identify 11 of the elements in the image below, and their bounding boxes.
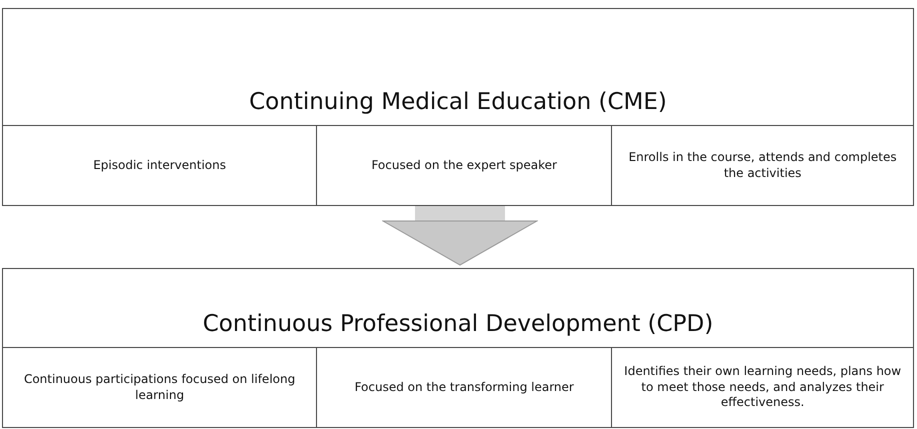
arrow: [382, 206, 538, 266]
table-cell: Enrolls in the course, attends and completes the activities: [611, 125, 913, 205]
table-cell: Episodic interventions: [3, 125, 316, 205]
section-panel: [2, 8, 914, 206]
table-cell: Identifies their own learning needs, plans how to meet those needs, and analyzes their effectiveness.: [611, 347, 913, 427]
section-title: Continuous Professional Development (CPD): [202, 311, 714, 337]
table-cell: Focused on the transforming learner: [316, 347, 612, 427]
table-cell: Continuous participations focused on lifelong learning: [3, 347, 316, 427]
table-cell: Focused on the expert speaker: [316, 125, 612, 205]
section-panel: [2, 268, 914, 428]
section-title: Continuing Medical Education (CME): [249, 89, 667, 115]
